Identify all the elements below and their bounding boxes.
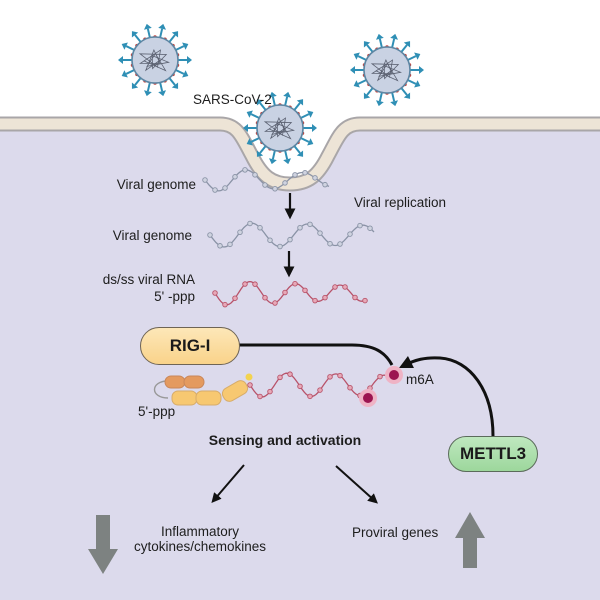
m6a-mark-bottom [359,389,377,407]
viral-genome-label-2: Viral genome [112,228,192,243]
mettl3-node: METTL3 [448,436,538,472]
sensing-activation-label: Sensing and activation [208,432,362,448]
virus-label: SARS-CoV-2 [193,92,272,107]
m6a-mark-top [385,366,403,384]
viral-genome-label-1: Viral genome [116,177,196,192]
rna-label-line1: ds/ss viral RNA [102,272,195,287]
up-trend-arrow [455,512,485,568]
rig-i-protein [153,373,253,406]
rig-i-node: RIG-I [140,327,240,365]
viral-rna-strand [212,280,368,308]
viral-replication-label: Viral replication [354,195,447,210]
cell-membrane-inner [0,118,600,190]
inhibition-line [228,343,394,366]
virus-particle-left [118,23,192,97]
cytoplasm [0,126,600,600]
rna-label-line2: 5' -ppp [154,289,195,304]
rig-i-5ppp-label: 5'-ppp [138,404,176,419]
inflammatory-label-line2: cytokines/chemokines [133,539,267,554]
viral-genome-strand-2 [207,220,375,250]
arrow-to-proviral [335,465,378,504]
inflammatory-label-line1: Inflammatory [160,524,240,539]
mettl3-arrow [398,355,495,437]
arrow-to-inflammatory [211,464,245,504]
virus-particle-right [350,33,424,107]
virus-particle-entering [243,91,317,165]
down-trend-arrow [88,515,118,574]
m6a-label: m6A [406,372,434,387]
proviral-genes-label: Proviral genes [352,525,439,540]
viral-genome-strand-1 [202,167,330,193]
